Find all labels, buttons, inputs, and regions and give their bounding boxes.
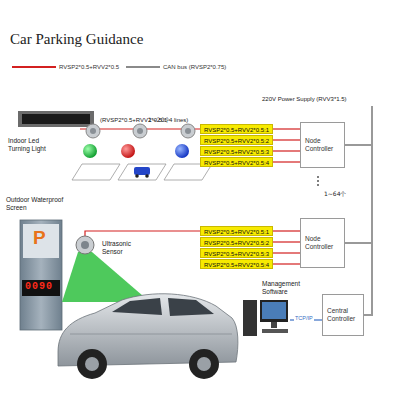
sensor-lens	[81, 241, 89, 249]
part-name: Outdoor Waterproof Screen	[6, 196, 72, 212]
cable-connector	[273, 241, 300, 242]
legend-item: CAN bus (RVSP2*0.75)	[126, 64, 226, 70]
legend-item: RVSP2*0.5+RVV2*0.5	[12, 64, 119, 70]
digit-display	[22, 280, 60, 296]
link-label: TCP/IP	[294, 315, 314, 322]
bus-connector	[345, 145, 372, 315]
sensor-symbol	[133, 124, 147, 138]
legend-line	[12, 66, 56, 68]
cable-tag: RVSP2*0.5+RVV2*0.5:3	[200, 248, 273, 258]
controller-name: Central Controller	[327, 307, 359, 324]
display-panel	[22, 114, 90, 124]
cable-connector	[273, 139, 300, 140]
parking-sign: P	[33, 228, 46, 247]
sensor-lens	[137, 128, 143, 134]
cable-connector	[273, 161, 300, 162]
small-car	[134, 167, 150, 175]
green-light	[83, 144, 97, 158]
cable-spec: RVSP2*0.5+RVV2*0.5:2	[204, 238, 269, 248]
controller-name: Node Controller	[305, 235, 340, 252]
indoor-display	[18, 111, 94, 127]
car-illustration	[58, 294, 238, 379]
count-note: 1~64个	[324, 190, 346, 198]
wheel	[145, 174, 149, 178]
cable-spec: RVSP2*0.5+RVV2*0.5:4	[204, 158, 269, 168]
cable-tag: RVSP2*0.5+RVV2*0.5:2	[200, 135, 273, 145]
cable-spec: RVSP2*0.5+RVV2*0.5:2	[204, 136, 269, 146]
cable-tag: RVSP2*0.5+RVV2*0.5:2	[200, 237, 273, 247]
sensor-wire	[85, 231, 200, 236]
legend-text: RVSP2*0.5+RVV2*0.5	[59, 64, 119, 70]
power-note: 220V Power Supply (RVV3*1.5)	[262, 96, 347, 104]
part-name: Management Software	[262, 280, 306, 296]
cable-spec: RVSP2*0.5+RVV2*0.5:1	[204, 125, 269, 135]
sign-panel	[23, 224, 59, 258]
cable-note: (RVSP2*0.5+RVV2*0.5:1-4 lines)	[100, 117, 188, 125]
wheel	[135, 174, 139, 178]
outdoor-screen-pillar	[20, 220, 62, 330]
cable-connector	[273, 230, 300, 231]
controller-name: Node Controller	[305, 137, 340, 154]
sensor-lens	[185, 128, 191, 134]
cable-connector	[273, 128, 300, 129]
controller-box: Node Controller	[300, 122, 345, 168]
ultrasonic-sensor-symbol	[76, 236, 94, 254]
sensor-symbol	[181, 124, 195, 138]
red-light	[121, 144, 135, 158]
cable-spec: RVSP2*0.5+RVV2*0.5:4	[204, 260, 269, 270]
count-note: 1~20个	[148, 116, 170, 124]
part-name: Indoor Led Turning Light	[8, 137, 56, 153]
part-name: Ultrasonic Sensor	[102, 240, 142, 256]
cable-tag: RVSP2*0.5+RVV2*0.5:3	[200, 146, 273, 156]
legend-line	[12, 64, 56, 70]
diagram-title: Car Parking Guidance	[10, 30, 143, 49]
sensor-lens	[90, 128, 96, 134]
ellipsis-dots	[317, 176, 319, 186]
cable-tag: RVSP2*0.5+RVV2*0.5:1	[200, 124, 273, 134]
cable-connector	[273, 252, 300, 253]
space-count: 0090	[25, 282, 53, 292]
sensor-symbol	[86, 124, 100, 138]
controller-box: Central Controller	[322, 294, 364, 336]
controller-box: Node Controller	[300, 218, 345, 268]
ultrasonic-beam	[62, 252, 150, 302]
cable-tag: RVSP2*0.5+RVV2*0.5:1	[200, 226, 273, 236]
cable-spec: RVSP2*0.5+RVV2*0.5:1	[204, 227, 269, 237]
legend-text: CAN bus (RVSP2*0.75)	[163, 64, 226, 70]
cable-tag: RVSP2*0.5+RVV2*0.5:4	[200, 157, 273, 167]
cable-tag: RVSP2*0.5+RVV2*0.5:4	[200, 259, 273, 269]
sensor-group	[86, 124, 195, 138]
parking-slots	[72, 164, 212, 180]
legend-line	[126, 66, 160, 68]
cable-connector	[273, 150, 300, 151]
cable-connector	[273, 263, 300, 264]
pc-illustration	[243, 300, 288, 336]
cable-spec: RVSP2*0.5+RVV2*0.5:3	[204, 147, 269, 157]
blue-light	[175, 144, 189, 158]
cable-spec: RVSP2*0.5+RVV2*0.5:3	[204, 249, 269, 259]
legend-line	[126, 64, 160, 70]
